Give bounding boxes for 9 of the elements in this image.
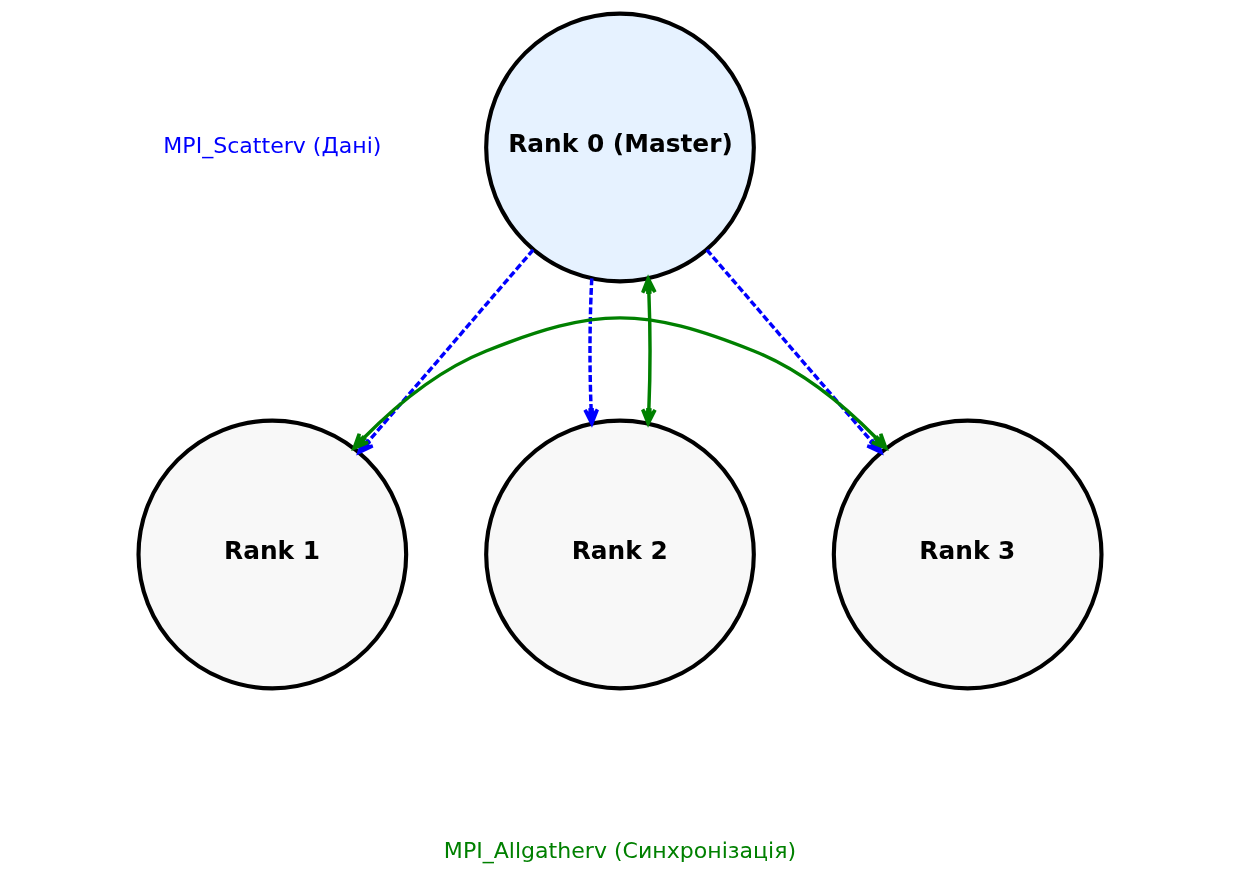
arrow xyxy=(583,278,600,426)
node-circle: Rank 2 xyxy=(484,418,756,691)
node-circle: Rank 3 xyxy=(831,418,1104,691)
node-circle: Rank 1 xyxy=(136,418,409,691)
label: MPI_Scatterv (Дані) xyxy=(163,132,382,158)
node-circle: Rank 0 (Master) xyxy=(484,11,756,284)
label: MPI_Allgatherv (Синхронізація) xyxy=(443,837,797,863)
arrow xyxy=(640,276,657,426)
arrow xyxy=(352,316,888,450)
